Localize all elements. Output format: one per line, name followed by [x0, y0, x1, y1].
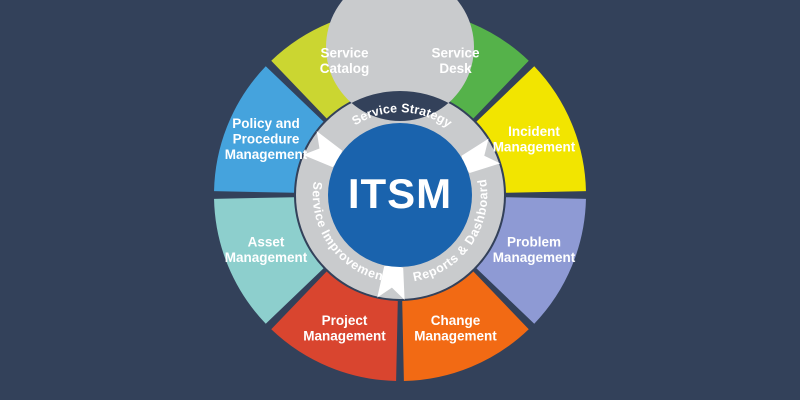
wheel-segment-incident-management[interactable]: [476, 66, 586, 193]
core-circle[interactable]: [328, 123, 472, 267]
core-circle-group: ITSM: [328, 123, 472, 267]
wheel-segment-project-management[interactable]: [271, 271, 398, 381]
wheel-segment-problem-management[interactable]: [476, 197, 586, 324]
wheel-segment-change-management[interactable]: [402, 271, 529, 381]
ring-chevron-notch-1: [461, 138, 501, 174]
ring-chevron-notch-2: [377, 264, 405, 300]
wheel-segment-asset-management[interactable]: [214, 197, 324, 324]
wheel-segment-policy-and-procedure-management[interactable]: [214, 66, 324, 193]
ring-chevron-notch-3: [302, 131, 343, 168]
core-label: ITSM: [348, 170, 452, 217]
